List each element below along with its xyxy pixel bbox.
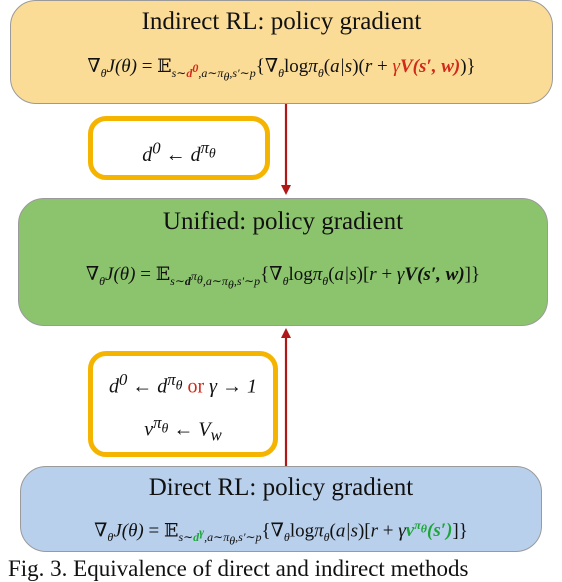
indirect-rl-title: Indirect RL: policy gradient: [141, 8, 422, 35]
condition-line-1: d0 ← dπθ or γ → 1: [108, 370, 258, 398]
direct-rl-box: Direct RL: policy gradient ∇θJ(θ) = 𝔼s∼d…: [20, 466, 542, 552]
direct-rl-title: Direct RL: policy gradient: [148, 474, 414, 501]
condition-distribution-substitution: d0 ← dπθ: [142, 138, 216, 166]
figure-caption: Fig. 3. Equivalence of direct and indire…: [8, 556, 469, 581]
unified-equation: ∇θJ(θ) = 𝔼s∼dπθ,a∼πθ,s′∼p{∇θlogπθ(a|s)[r…: [85, 264, 481, 292]
unified-title: Unified: policy gradient: [162, 208, 404, 235]
condition-line-2: vπθ ← Vw: [144, 412, 222, 445]
or-label: or: [187, 375, 205, 398]
indirect-rl-box: Indirect RL: policy gradient ∇θJ(θ) = 𝔼s…: [10, 0, 553, 104]
direct-rl-equation: ∇θJ(θ) = 𝔼s∼dγ,a∼πθ,s′∼p{∇θlogπθ(a|s)[r …: [94, 518, 468, 548]
condition-box-bottom: d0 ← dπθ or γ → 1 vπθ ← Vw: [88, 351, 278, 457]
indirect-rl-equation: ∇θJ(θ) = 𝔼s∼d0,a∼πθ,s′∼p{∇θlogπθ(a|s)(r …: [87, 56, 476, 84]
unified-box: Unified: policy gradient ∇θJ(θ) = 𝔼s∼dπθ…: [18, 198, 548, 326]
condition-box-top: d0 ← dπθ: [88, 116, 270, 180]
